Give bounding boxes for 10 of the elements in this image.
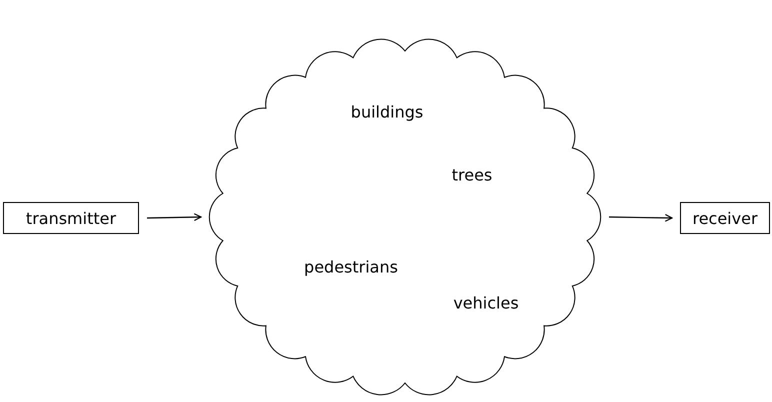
cloud-label: trees <box>452 166 492 184</box>
cloud-label: vehicles <box>453 294 519 312</box>
cloud-label: pedestrians <box>304 258 398 276</box>
arrow <box>146 213 202 222</box>
transmitter-box <box>3 202 139 234</box>
node-label: transmitter <box>26 208 116 228</box>
arrow <box>608 214 673 222</box>
cloud-label: buildings <box>350 102 424 122</box>
receiver-box <box>680 202 770 234</box>
node-label: receiver <box>692 208 758 228</box>
